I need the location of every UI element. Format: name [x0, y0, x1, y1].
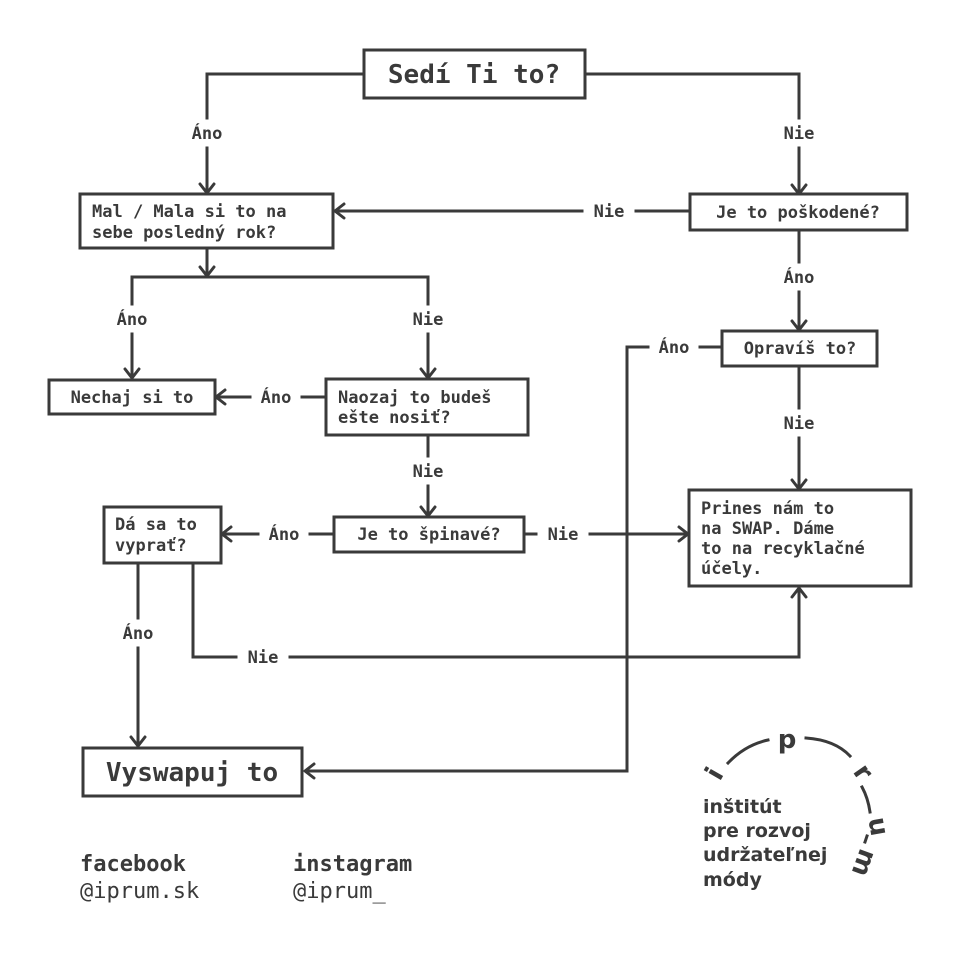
- edge-fits-yes: [205, 72, 366, 120]
- facebook-label: facebook: [80, 852, 186, 877]
- label-repair-yes: Áno: [659, 336, 690, 358]
- node-dirty: Je to špinavé?: [332, 515, 526, 554]
- label-worn-no: Nie: [413, 310, 444, 330]
- node-worn-line2: sebe posledný rok?: [92, 223, 276, 243]
- node-washable: Dá sa to vyprať?: [102, 505, 223, 565]
- iprum-logo: i p r u m inštitút pre rozvoj udržateľne…: [700, 725, 894, 891]
- node-fits: Sedí Ti to?: [362, 48, 587, 100]
- node-worn-line1: Mal / Mala si to na: [92, 202, 286, 222]
- label-wash-yes: Áno: [123, 622, 154, 644]
- node-damaged-text: Je to poškodené?: [716, 203, 880, 223]
- logo-arc-4: [863, 834, 869, 844]
- label-damaged-no: Nie: [594, 202, 625, 222]
- arrowhead-wash-no: [790, 586, 808, 599]
- node-bring-line4: účely.: [701, 559, 762, 579]
- social-facebook[interactable]: facebook @iprum.sk: [80, 852, 199, 904]
- edge-wash-no-left: [191, 561, 238, 659]
- arrowhead-wash-yes: [129, 735, 147, 748]
- edge-repair-yes-path: [304, 345, 650, 773]
- logo-arc-2: [804, 736, 853, 759]
- edge-fits-no: [583, 72, 801, 120]
- label-wash-no: Nie: [248, 648, 279, 668]
- node-keep: Nechaj si to: [47, 378, 217, 416]
- logo-letter-m: m: [845, 845, 882, 881]
- node-damaged: Je to poškodené?: [688, 192, 909, 232]
- logo-letter-r: r: [847, 759, 879, 787]
- label-dirty-yes: Áno: [269, 523, 300, 545]
- node-repair-text: Opravíš to?: [744, 339, 857, 359]
- arrowhead-damaged-no: [333, 202, 346, 220]
- instagram-label: instagram: [293, 852, 412, 877]
- logo-tagline-2: pre rozvoj: [703, 820, 811, 842]
- logo-arc-1: [725, 738, 770, 766]
- label-fits-yes: Áno: [192, 122, 223, 144]
- node-really-wear: Naozaj to budeš ešte nosiť?: [324, 377, 530, 437]
- edge-worn-split: [130, 275, 430, 306]
- node-washable-line1: Dá sa to: [115, 515, 197, 535]
- node-repair: Opravíš to?: [720, 329, 879, 368]
- node-bring-line3: to na recyklačné: [701, 539, 865, 559]
- label-fits-no: Nie: [784, 124, 815, 144]
- facebook-handle[interactable]: @iprum.sk: [80, 879, 199, 904]
- label-dirty-no: Nie: [548, 525, 579, 545]
- node-swap-it: Vyswapuj to: [81, 746, 304, 798]
- logo-tagline-3: udržateľnej: [703, 844, 827, 866]
- logo-tagline-4: módy: [703, 869, 762, 891]
- logo-letter-p: p: [778, 725, 797, 755]
- arrowhead-worn-yes: [123, 367, 141, 380]
- node-really-line1: Naozaj to budeš: [338, 388, 492, 408]
- node-washable-line2: vyprať?: [115, 536, 187, 556]
- node-bring-line2: na SWAP. Dáme: [701, 519, 834, 539]
- logo-letter-u: u: [861, 815, 894, 838]
- label-really-no: Nie: [413, 462, 444, 482]
- arrowhead-repair-yes: [303, 762, 316, 780]
- node-really-line2: ešte nosiť?: [338, 408, 451, 428]
- logo-letter-i: i: [700, 763, 730, 786]
- logo-arc-3: [859, 784, 872, 814]
- node-dirty-text: Je to špinavé?: [357, 525, 500, 545]
- social-instagram[interactable]: instagram @iprum_: [293, 852, 412, 904]
- label-repair-no: Nie: [784, 414, 815, 434]
- node-bring-line1: Prines nám to: [701, 499, 834, 519]
- node-worn-last-year: Mal / Mala si to na sebe posledný rok?: [78, 192, 335, 250]
- edge-wash-no-right: [288, 587, 801, 659]
- node-keep-text: Nechaj si to: [71, 388, 194, 408]
- node-bring-to-swap: Prines nám to na SWAP. Dáme to na recykl…: [687, 488, 913, 588]
- label-really-yes: Áno: [261, 386, 292, 408]
- node-swap-text: Vyswapuj to: [106, 758, 278, 788]
- label-damaged-yes: Áno: [784, 266, 815, 288]
- logo-tagline-1: inštitút: [703, 796, 782, 818]
- label-worn-yes: Áno: [117, 308, 148, 330]
- node-fits-text: Sedí Ti to?: [388, 60, 560, 90]
- instagram-handle[interactable]: @iprum_: [293, 879, 386, 904]
